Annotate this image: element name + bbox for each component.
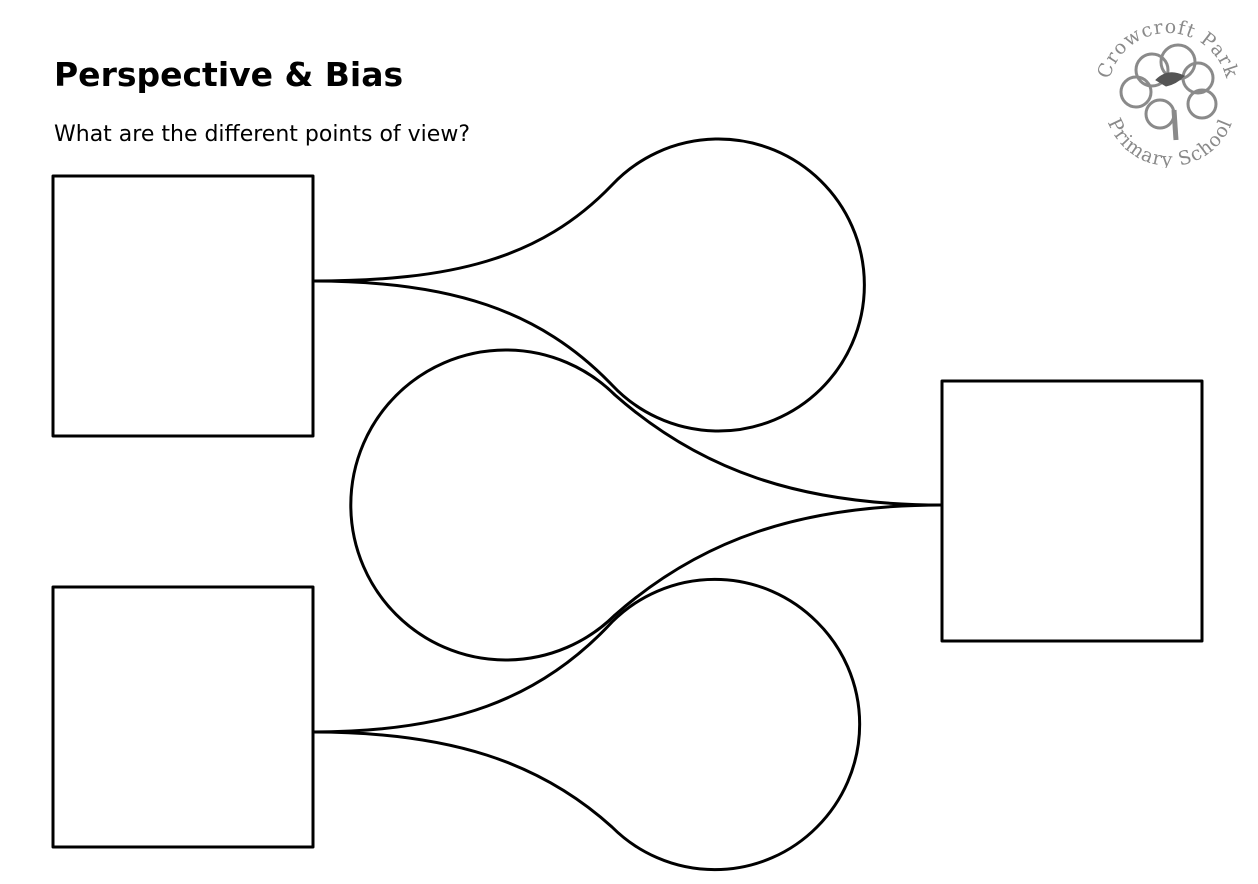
box-bottom-left[interactable] <box>51 585 315 849</box>
tree-bird-icon <box>1119 43 1218 141</box>
page-title: Perspective & Bias <box>54 55 404 94</box>
box-right[interactable] <box>940 379 1204 643</box>
bubble-middle[interactable] <box>349 348 944 662</box>
page-subtitle: What are the different points of view? <box>54 122 470 147</box>
bubble-top[interactable] <box>311 137 866 433</box>
bubble-bottom[interactable] <box>311 578 861 871</box>
box-top-left[interactable] <box>51 174 315 438</box>
school-logo: Crowcroft Park Primary School <box>1093 18 1242 168</box>
